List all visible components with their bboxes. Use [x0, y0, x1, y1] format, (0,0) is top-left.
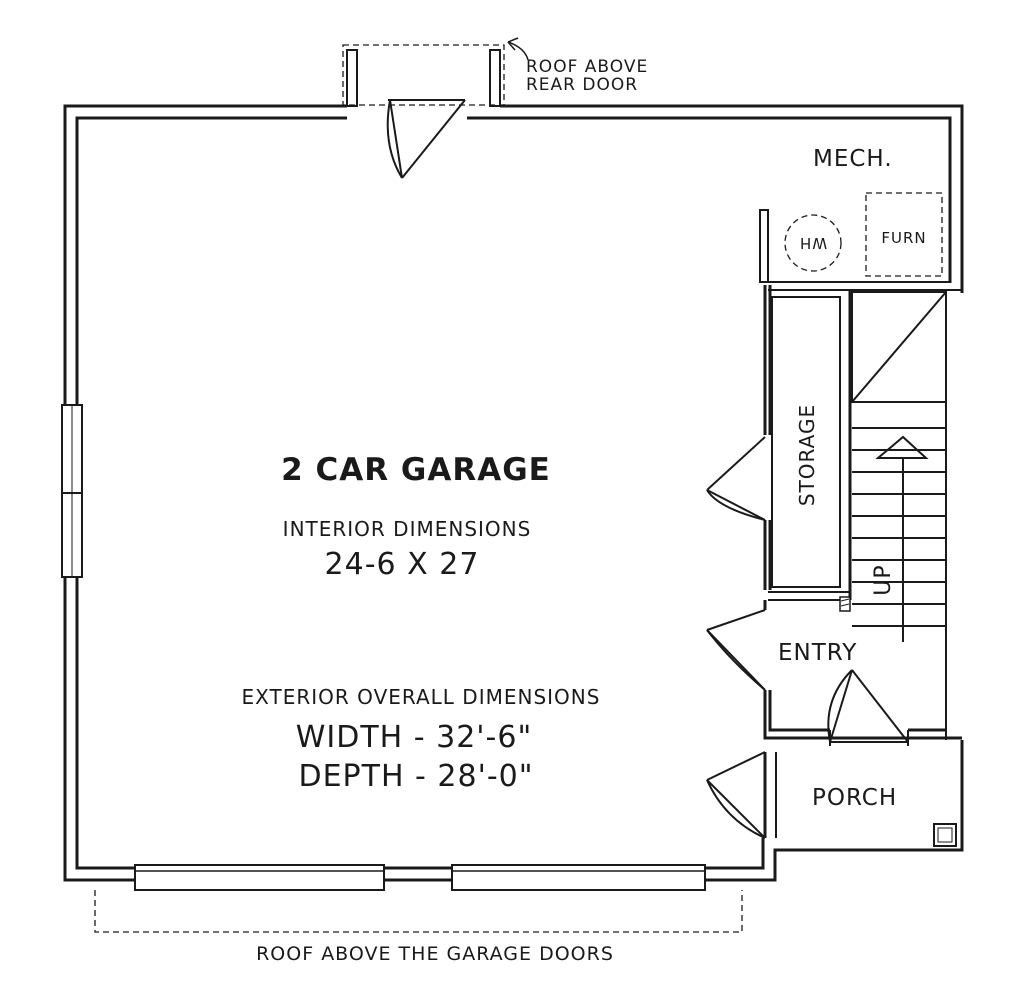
stair	[839, 290, 947, 740]
roof-above-garage-doors-label: ROOF ABOVE THE GARAGE DOORS	[256, 943, 614, 965]
storage-closet	[706, 285, 850, 601]
roof-above-garage-doors-outline	[94, 890, 743, 933]
exterior-dimensions-heading: EXTERIOR OVERALL DIMENSIONS	[242, 685, 601, 709]
furn-label: FURN	[881, 229, 926, 247]
furnace: FURN	[865, 192, 943, 277]
roof-above-rear-door-outline	[342, 44, 505, 106]
mech-label: MECH.	[813, 146, 893, 172]
porch-side-door	[706, 751, 777, 839]
interior-dimensions-value: 24-6 X 27	[325, 547, 480, 582]
exterior-width: WIDTH - 32'-6"	[296, 720, 533, 755]
mech-partition-wall	[759, 209, 769, 283]
roof-rear-leader	[507, 37, 529, 61]
interior-dimensions-heading: INTERIOR DIMENSIONS	[283, 517, 532, 541]
storage-label: STORAGE	[795, 404, 819, 506]
wh-label: WH	[799, 234, 827, 252]
porch-post	[933, 823, 957, 847]
roof-rear-label-line1: ROOF ABOVE	[526, 57, 648, 77]
side-window	[61, 404, 83, 578]
up-label: UP	[871, 564, 896, 595]
garage-doors	[134, 864, 706, 891]
garage-title: 2 CAR GARAGE	[281, 452, 551, 488]
porch-label: PORCH	[812, 785, 897, 811]
entry-label: ENTRY	[778, 640, 857, 666]
stair-post	[839, 596, 851, 612]
exterior-depth: DEPTH - 28'-0"	[298, 759, 533, 794]
entry-walls	[706, 600, 962, 838]
roof-rear-label-line2: REAR DOOR	[526, 75, 638, 95]
rear-door	[346, 49, 501, 179]
water-heater: WH	[784, 214, 842, 272]
entry-door	[827, 669, 909, 746]
